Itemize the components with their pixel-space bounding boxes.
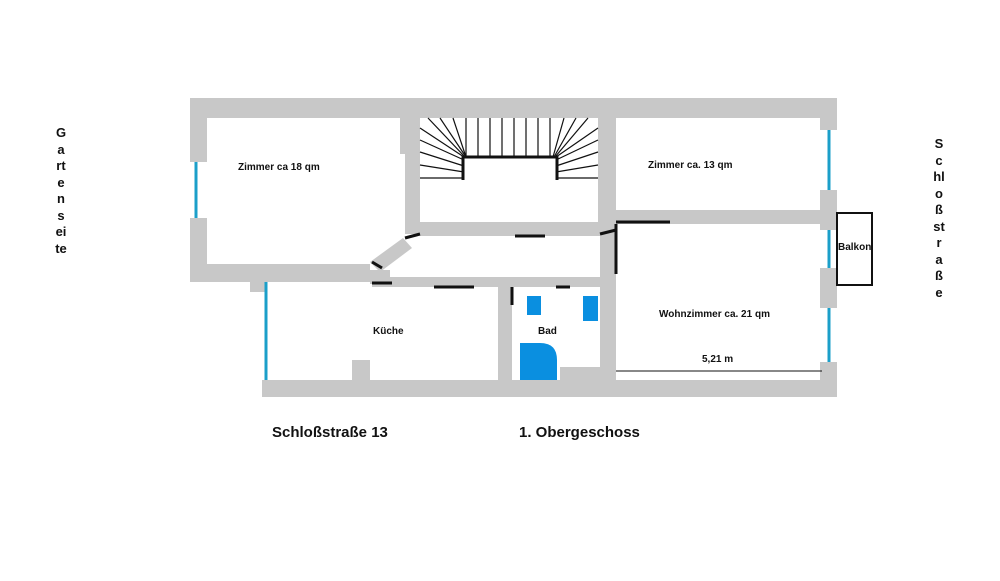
- stair-handrail: [461, 155, 559, 180]
- street-side-label: Schloßstraße: [933, 136, 945, 300]
- room-label-balkon: Balkon: [838, 242, 871, 253]
- toilet-fixture: [583, 296, 598, 321]
- windows: [194, 130, 831, 380]
- walls: [190, 98, 837, 397]
- dimension-label: 5,21 m: [702, 354, 733, 365]
- room-label-zimmer-18: Zimmer ca 18 qm: [238, 162, 320, 173]
- room-label-bad: Bad: [538, 326, 557, 337]
- bathroom-fixtures: [520, 296, 598, 380]
- door-lines: [371, 220, 670, 305]
- room-label-zimmer-13: Zimmer ca. 13 qm: [648, 160, 733, 171]
- floor-title: 1. Obergeschoss: [519, 424, 640, 441]
- sink-fixture: [527, 296, 541, 315]
- staircase: [419, 117, 599, 179]
- balcony-outline: [836, 212, 873, 286]
- address-title: Schloßstraße 13: [272, 424, 388, 441]
- garden-side-label: Gartenseite: [55, 125, 67, 256]
- shower-fixture: [520, 343, 557, 380]
- room-label-kueche: Küche: [373, 326, 404, 337]
- room-label-wohnzimmer: Wohnzimmer ca. 21 qm: [659, 309, 770, 320]
